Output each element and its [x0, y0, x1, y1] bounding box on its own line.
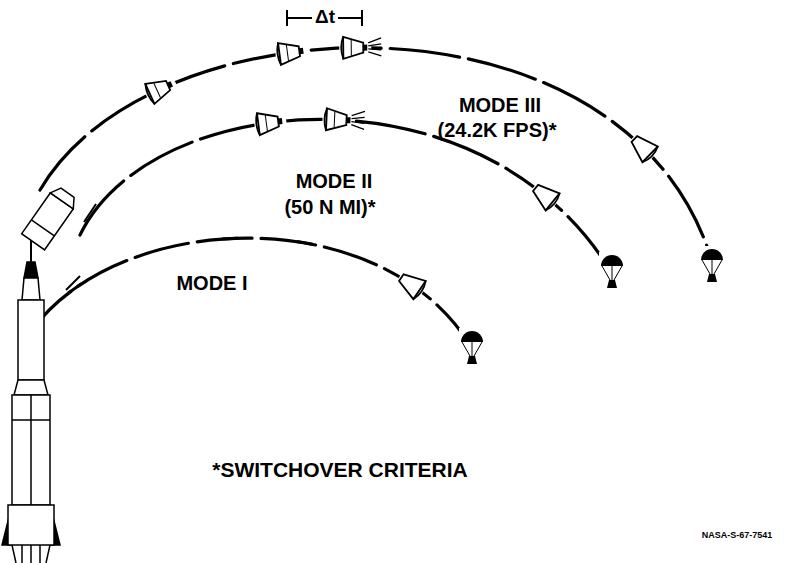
- entry-capsule: [392, 265, 431, 304]
- mode-label: (24.2K FPS)*: [438, 119, 557, 141]
- mode-three-trajectory: [40, 48, 710, 255]
- mode-label: MODE III: [459, 94, 541, 116]
- spacecraft-symbols: [68, 35, 725, 368]
- command-module: [322, 107, 365, 133]
- command-module: [253, 109, 288, 137]
- launch-vehicle: [2, 232, 60, 563]
- entry-capsule: [525, 176, 564, 215]
- escape-tower: [66, 204, 96, 290]
- escape-tower: [297, 242, 313, 245]
- figure-number: NASA-S-67-7541: [702, 531, 773, 541]
- mode-label: MODE II: [296, 170, 373, 192]
- mode-one-trajectory: [32, 238, 470, 345]
- parachute: [699, 246, 725, 286]
- interval-label: Δt: [312, 7, 338, 28]
- escape-tower: [222, 237, 238, 241]
- command-module: [339, 35, 381, 60]
- mode-label: MODE I: [176, 272, 247, 294]
- mode-label: (50 N MI)*: [284, 196, 375, 218]
- escape-tower: [68, 284, 81, 293]
- command-module: [274, 38, 309, 66]
- command-module: [141, 71, 180, 106]
- mode-label: *SWITCHOVER CRITERIA: [212, 458, 468, 481]
- jettisoned-stage: [22, 185, 79, 250]
- entry-capsule: [623, 128, 663, 168]
- parachute: [459, 328, 485, 368]
- parachute: [599, 252, 625, 292]
- mode-two-trajectory: [80, 119, 610, 270]
